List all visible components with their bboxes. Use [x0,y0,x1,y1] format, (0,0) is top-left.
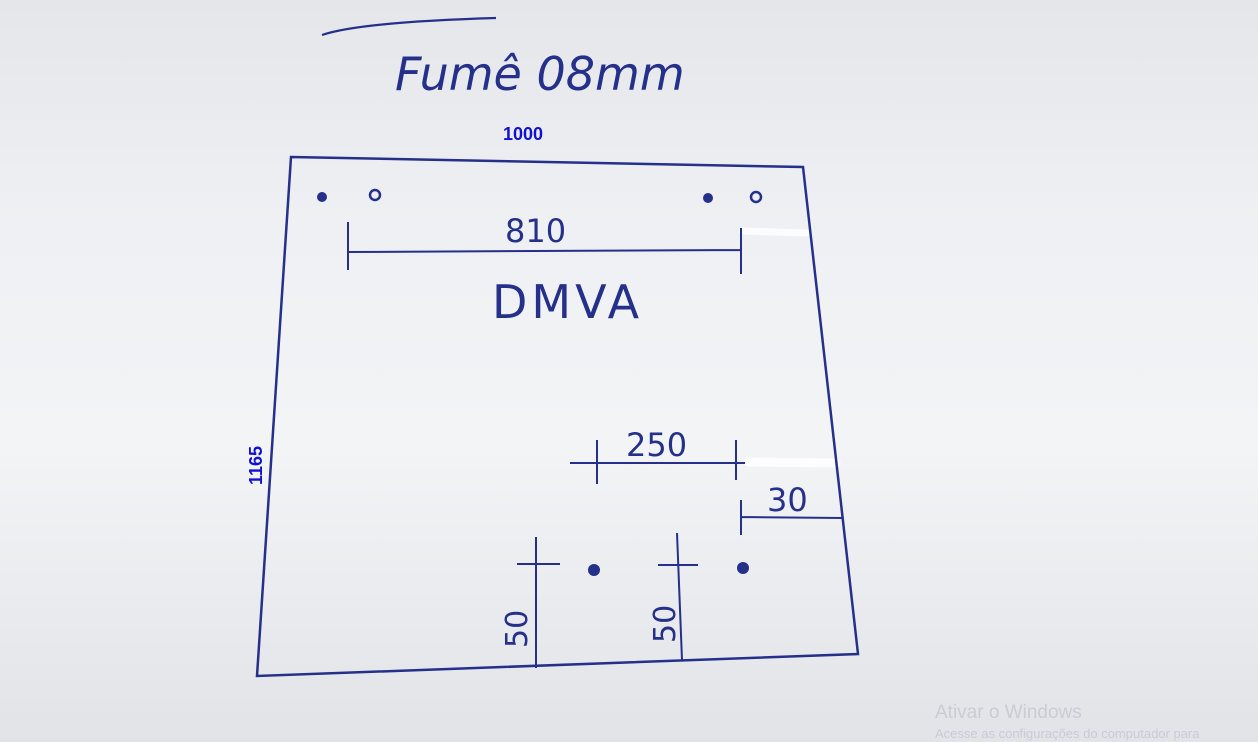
dimension-250: 250 [626,426,687,464]
dimension-810: 810 [505,212,566,250]
title-flourish [321,16,497,37]
correction-mark [743,457,841,468]
sheet-title: Fumê 08mm [395,47,685,101]
dimension-line-50-right [658,532,698,661]
dimension-50-left: 50 [500,610,535,648]
hole [749,190,763,204]
panel-outline [255,155,860,678]
correction-mark [738,227,812,237]
dimension-line-810 [347,222,742,274]
dimension-line-30 [740,500,843,535]
hole [317,192,327,202]
hole [588,564,600,576]
dimension-line-50-left [517,537,560,668]
hole [703,193,713,203]
hole [368,188,382,202]
dimension-50-right: 50 [648,605,683,643]
height-label: 1165 [246,446,266,485]
width-label: 1000 [503,124,543,144]
dimension-line-250 [570,440,745,484]
hole [737,562,749,574]
dimension-30: 30 [767,481,808,519]
sheet-code: DMVA [492,275,643,329]
